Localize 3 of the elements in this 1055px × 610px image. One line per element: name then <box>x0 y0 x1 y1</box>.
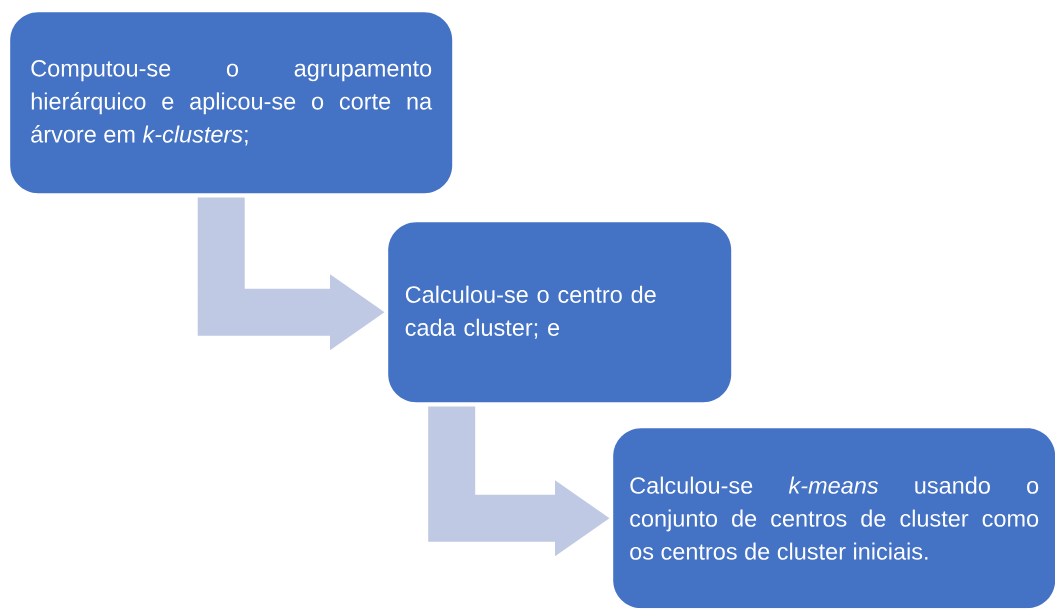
process-box: Computou-se o agrupamento hierárquico e aplicou-se o corte na árvore em k-clusters; <box>10 12 453 194</box>
process-box: Calculou-se k-means usando o conjunto de centros de cluster como os centros de cluster iniciais. <box>613 428 1055 609</box>
process-box: Calculou-se o centro de cada cluster; e <box>388 222 732 403</box>
